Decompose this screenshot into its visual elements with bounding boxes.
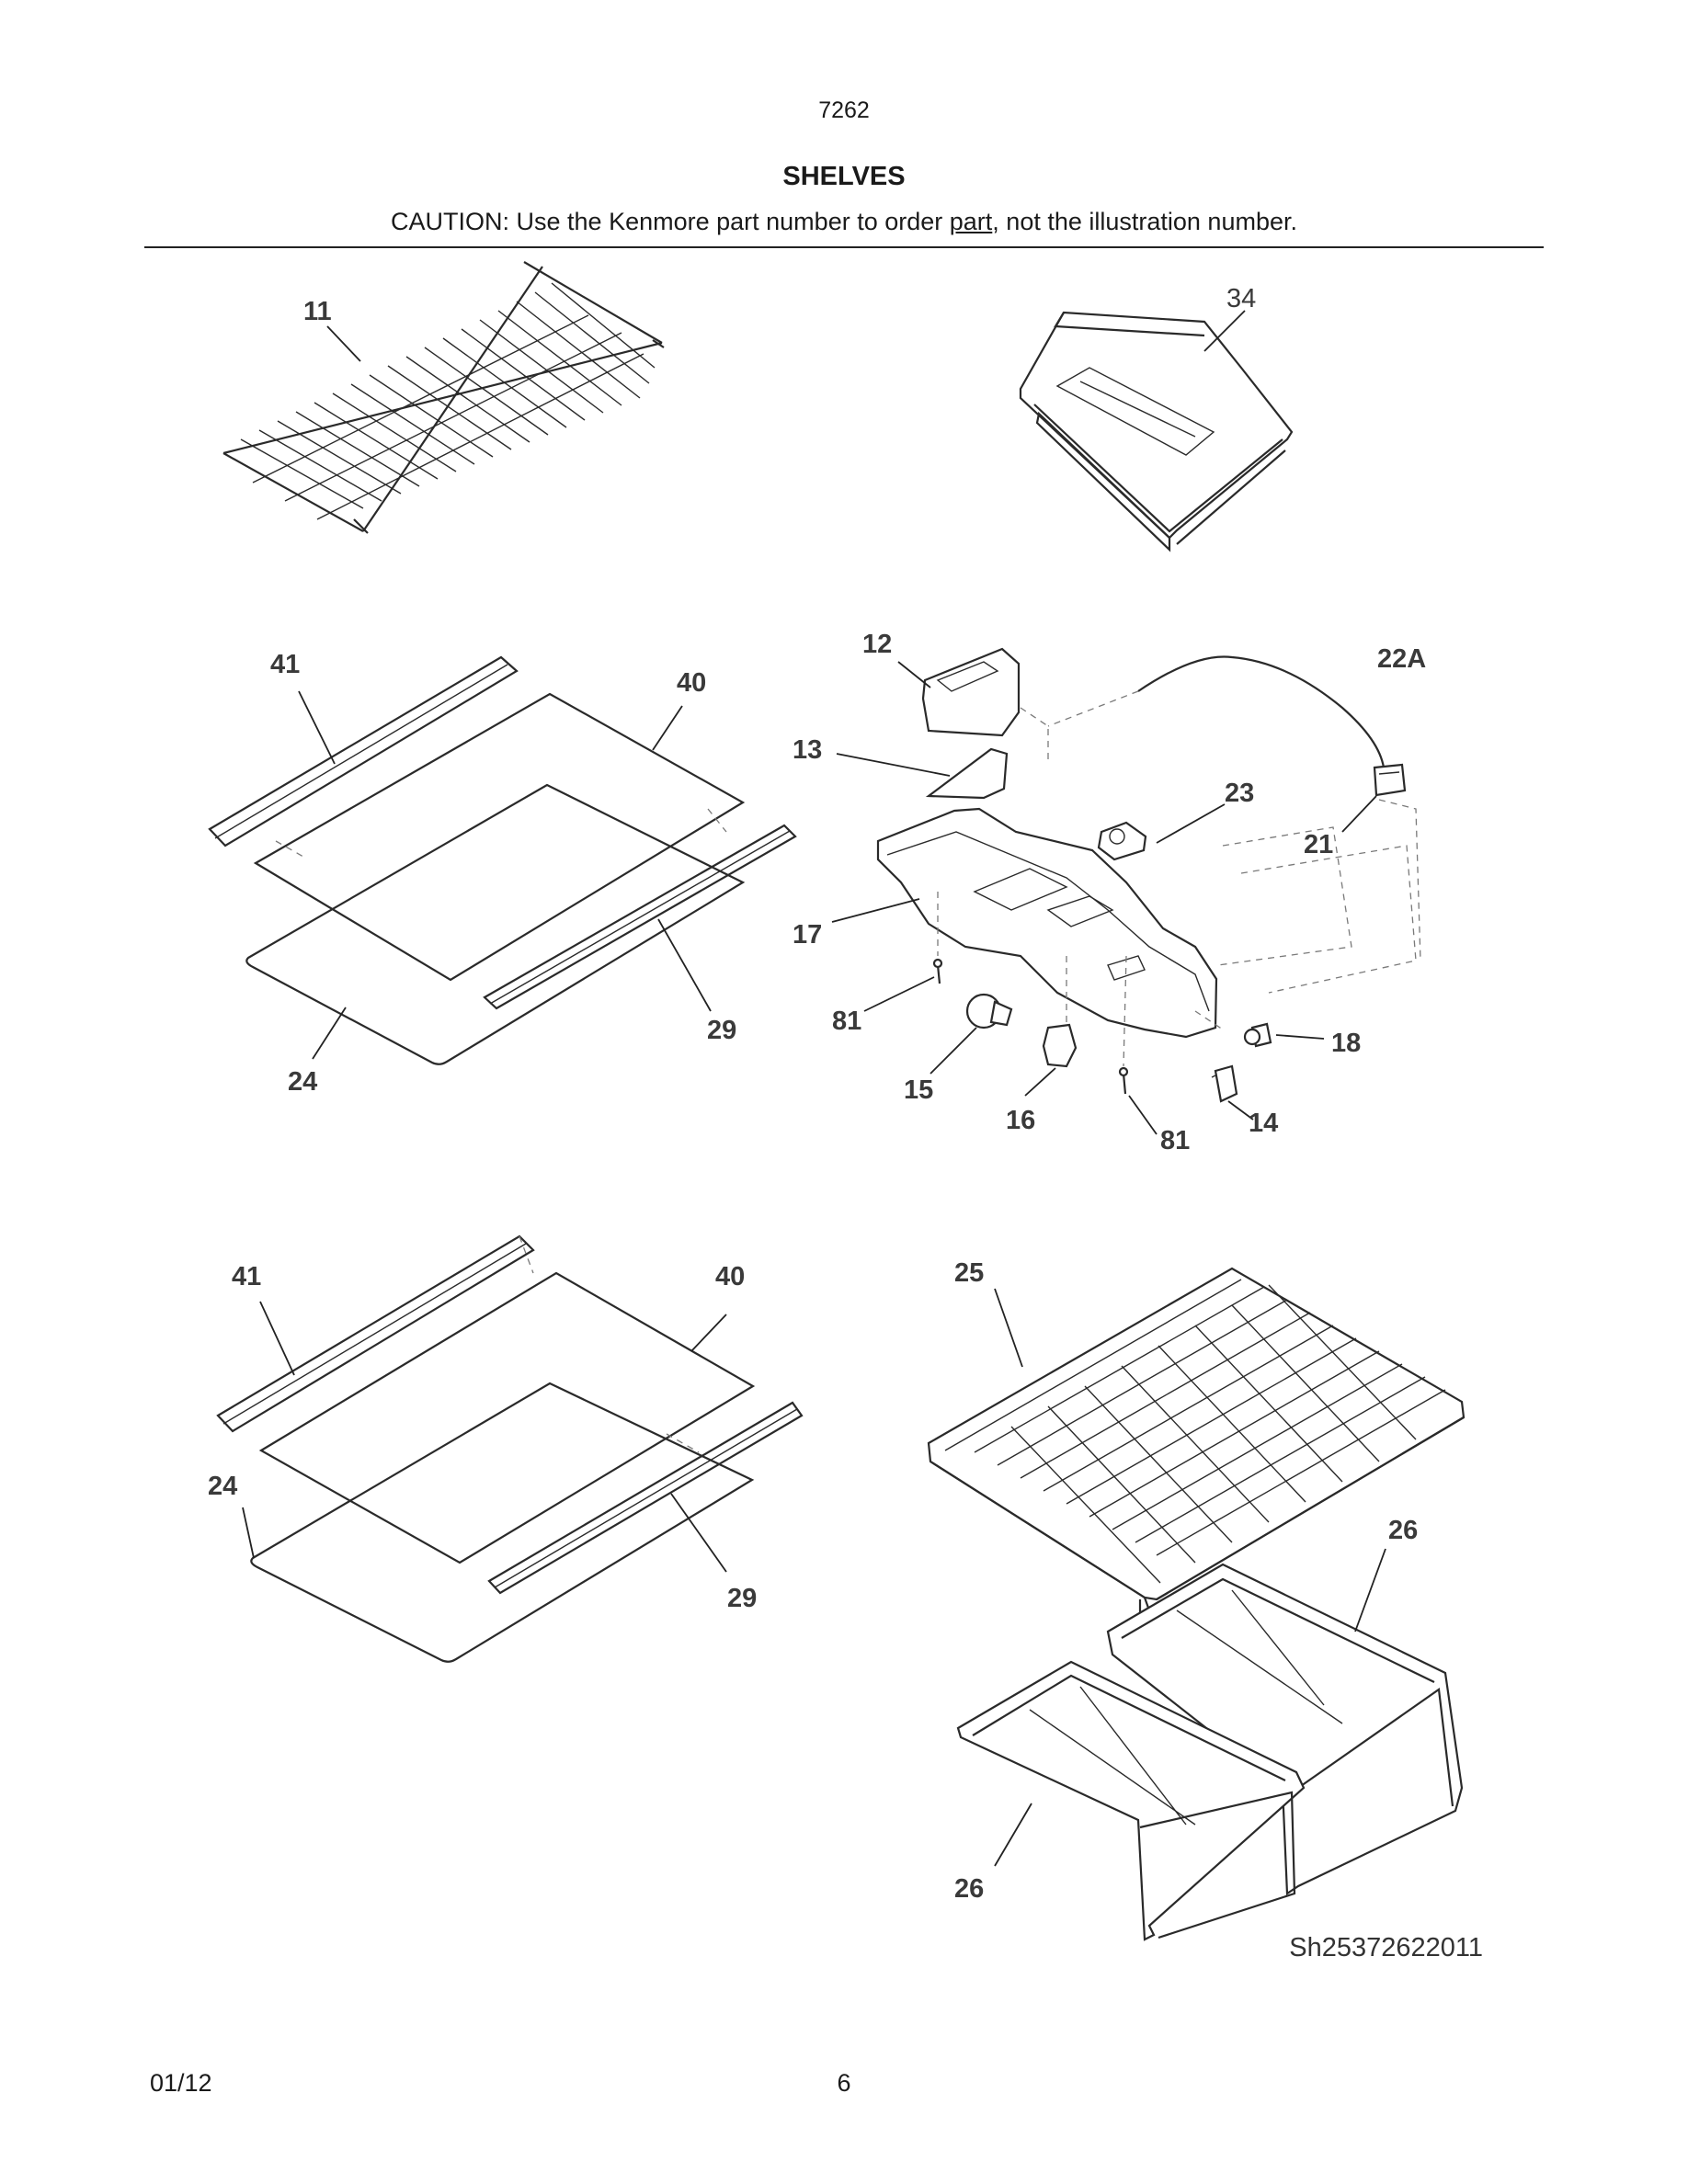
glass-shelf-assembly-upper xyxy=(208,655,797,1065)
callout-40-lower: 40 xyxy=(715,1262,745,1291)
callout-29-upper: 29 xyxy=(707,1016,736,1045)
bin-34 xyxy=(1019,311,1294,552)
light-housing-assembly xyxy=(876,647,1421,1103)
callout-21: 21 xyxy=(1304,830,1333,859)
callout-23: 23 xyxy=(1225,779,1254,808)
callout-17: 17 xyxy=(793,920,822,950)
page-title: SHELVES xyxy=(782,162,906,191)
caution-underlined-word: part xyxy=(949,208,993,235)
page-number: 6 xyxy=(837,2069,851,2097)
callout-26-upper: 26 xyxy=(1388,1516,1418,1545)
callout-25: 25 xyxy=(954,1258,984,1288)
callout-24-lower: 24 xyxy=(208,1472,237,1501)
wire-shelf-11 xyxy=(222,261,665,534)
callout-41-upper: 41 xyxy=(270,650,300,679)
callout-81-right: 81 xyxy=(1160,1126,1190,1155)
caution-text-after: , not the illustration number. xyxy=(992,208,1297,235)
callout-29-lower: 29 xyxy=(727,1584,757,1613)
callout-13: 13 xyxy=(793,735,822,765)
callout-15: 15 xyxy=(904,1075,933,1105)
callout-24-upper: 24 xyxy=(288,1067,317,1097)
header-divider xyxy=(144,246,1544,248)
crisper-cover-25 xyxy=(927,1267,1466,1615)
glass-shelf-assembly-lower xyxy=(216,1234,804,1663)
crisper-drawer-26-left xyxy=(956,1660,1306,1941)
crisper-drawer-26-right xyxy=(1106,1563,1464,1895)
revision-date: 01/12 xyxy=(150,2069,212,2097)
callout-12: 12 xyxy=(862,630,892,659)
callout-81-left: 81 xyxy=(832,1007,861,1036)
callout-26-lower: 26 xyxy=(954,1874,984,1904)
callout-18: 18 xyxy=(1331,1029,1361,1058)
model-number: 7262 xyxy=(818,97,870,123)
callout-16: 16 xyxy=(1006,1106,1035,1135)
callout-22A: 22A xyxy=(1377,644,1426,674)
drawing-code: Sh25372622011 xyxy=(1289,1933,1483,1962)
callout-40-upper: 40 xyxy=(677,668,706,698)
caution-note: CAUTION: Use the Kenmore part number to … xyxy=(0,208,1688,236)
callout-11: 11 xyxy=(303,297,332,326)
callout-14: 14 xyxy=(1249,1109,1278,1138)
callout-34: 34 xyxy=(1226,284,1256,313)
callout-41-lower: 41 xyxy=(232,1262,261,1291)
caution-text-before: CAUTION: Use the Kenmore part number to … xyxy=(391,208,950,235)
